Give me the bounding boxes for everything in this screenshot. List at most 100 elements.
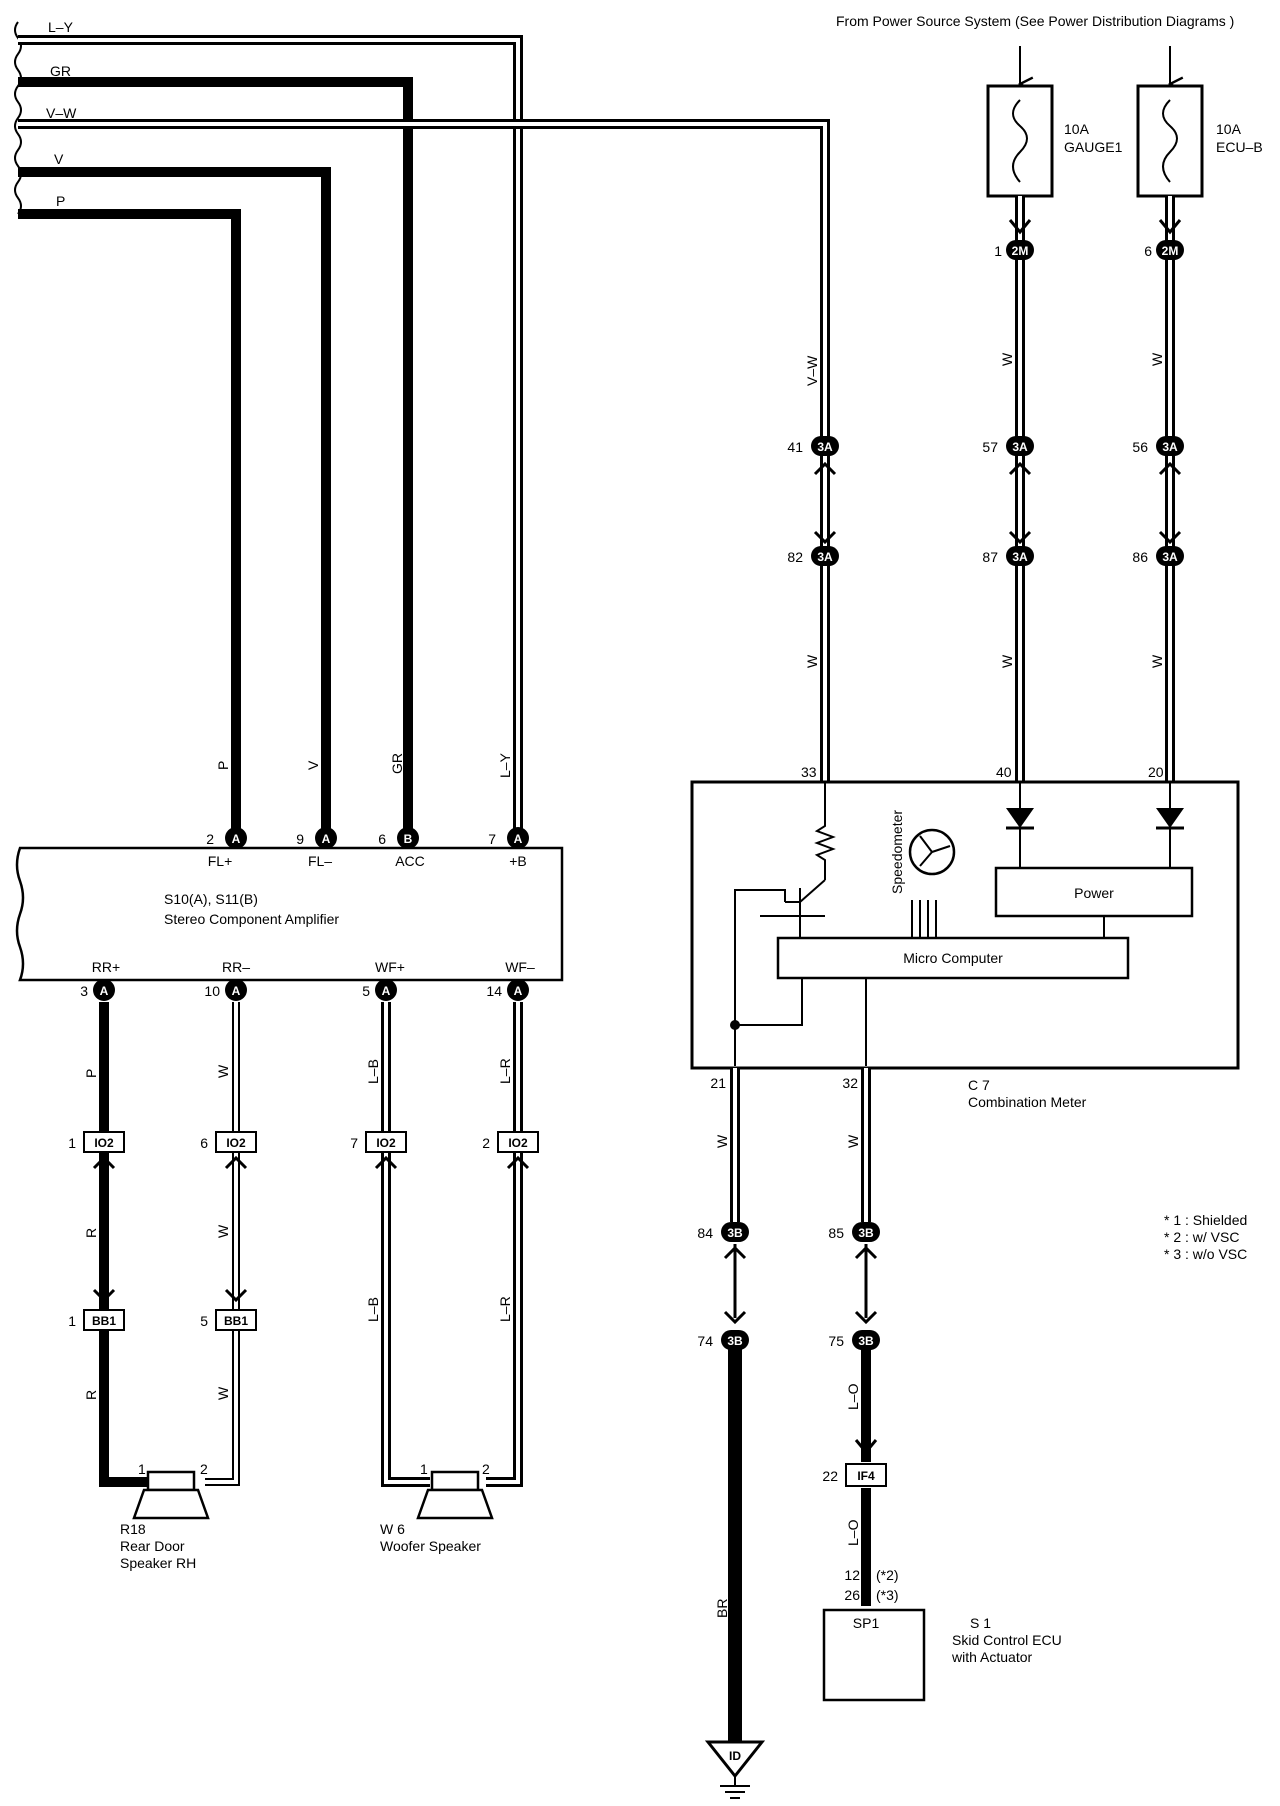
- vsc-note-3: (*3): [876, 1587, 899, 1603]
- amplifier-code: S10(A), S11(B): [164, 891, 258, 907]
- diode-icon: [1006, 808, 1034, 830]
- label-right-w-4: W: [999, 654, 1015, 668]
- label-out-w-2: W: [845, 1134, 861, 1148]
- pin-10: 10: [204, 983, 220, 999]
- pin-w6-2: 2: [482, 1461, 490, 1477]
- pin-io2-1: 1: [68, 1135, 76, 1151]
- bb1-connectors: [83, 1309, 257, 1331]
- inline-arrow-marks: [92, 1155, 530, 1303]
- label-vert-v: V: [305, 760, 321, 770]
- power-label: Power: [1074, 885, 1114, 901]
- fuse-gauge1-rating: 10A: [1064, 121, 1090, 137]
- label-vert-gr: GR: [389, 753, 405, 774]
- conn-2m-1: 2M: [1012, 244, 1029, 258]
- label-right-w-3: W: [804, 654, 820, 668]
- terminal-fl-minus: FL–: [308, 853, 332, 869]
- pin-75: 75: [828, 1333, 844, 1349]
- speaker-r18-line1: Rear Door: [120, 1538, 185, 1554]
- label-right-v-w: V–W: [804, 355, 820, 386]
- label-right-w-2: W: [1149, 352, 1165, 366]
- amplifier-name: Stereo Component Amplifier: [164, 911, 339, 927]
- conn-3a-82: 3A: [817, 550, 833, 564]
- pin-40: 40: [996, 764, 1012, 780]
- 3a-connectors-upper: [811, 436, 1184, 456]
- label-out-lo-2: L–O: [845, 1519, 861, 1546]
- pin-io2-2: 2: [482, 1135, 490, 1151]
- ecu-line2: with Actuator: [951, 1649, 1032, 1665]
- vsc-note-2: (*2): [876, 1567, 899, 1583]
- speaker-icon: [132, 1470, 210, 1520]
- meter-output-wires: [728, 1068, 871, 1744]
- conn-io2-1: IO2: [94, 1136, 114, 1150]
- conn-id: ID: [729, 1749, 741, 1763]
- pin-bb1-5: 5: [200, 1313, 208, 1329]
- label-out-w-1: W: [714, 1134, 730, 1148]
- io2-connectors: [83, 1131, 539, 1153]
- pin-22: 22: [822, 1468, 838, 1484]
- pin-2m-6: 6: [1144, 243, 1152, 259]
- pin-14: 14: [486, 983, 502, 999]
- pin-2m-1: 1: [994, 243, 1002, 259]
- power-source-label: From Power Source System (See Power Dist…: [836, 13, 1234, 29]
- conn-3b-75: 3B: [858, 1334, 874, 1348]
- conn-3b-84: 3B: [727, 1226, 743, 1240]
- stereo-amplifier: [15, 846, 564, 982]
- label-vert-l-y: L–Y: [497, 752, 513, 778]
- pin-6: 6: [378, 831, 386, 847]
- pin-5: 5: [362, 983, 370, 999]
- pin-2: 2: [206, 831, 214, 847]
- conn-a-rr-minus: A: [232, 984, 241, 998]
- wire-v: [18, 167, 331, 848]
- conn-2m-6: 2M: [1162, 244, 1179, 258]
- pin-r18-2: 2: [200, 1461, 208, 1477]
- speaker-w6-code: W 6: [380, 1521, 405, 1537]
- pin-32: 32: [842, 1075, 858, 1091]
- pin-56: 56: [1132, 439, 1148, 455]
- fuse-gauge1: [986, 46, 1054, 198]
- conn-b-acc: B: [404, 832, 413, 846]
- conn-3a-87: 3A: [1012, 550, 1028, 564]
- label-wf-lb-2: L–B: [365, 1297, 381, 1322]
- speaker-icon: [416, 1470, 494, 1520]
- pin-w6-1: 1: [420, 1461, 428, 1477]
- pin-3: 3: [80, 983, 88, 999]
- fuse-ecu-b: [1136, 46, 1204, 198]
- 3a-arrow-marks: [813, 461, 1182, 545]
- conn-bb1-5: BB1: [224, 1314, 248, 1328]
- amp-top-connectors: [225, 827, 529, 849]
- fuse-ecu-b-rating: 10A: [1216, 121, 1242, 137]
- pin-86: 86: [1132, 549, 1148, 565]
- fuse-output-arrows: [1008, 219, 1182, 235]
- label-rr-w-1: W: [215, 1064, 231, 1078]
- conn-3a-57: 3A: [1012, 440, 1028, 454]
- wire-v-w: [18, 119, 830, 436]
- pin-20: 20: [1148, 764, 1164, 780]
- label-out-br: BR: [714, 1599, 730, 1618]
- speaker-wires: [99, 1002, 523, 1487]
- label-right-w-5: W: [1149, 654, 1165, 668]
- 3b-connectors: [721, 1222, 880, 1350]
- label-right-w-1: W: [999, 352, 1015, 366]
- conn-a-fl-minus: A: [322, 832, 331, 846]
- speedometer-label: Speedometer: [889, 810, 905, 894]
- label-gr: GR: [50, 63, 71, 79]
- terminal-rr-minus: RR–: [222, 959, 250, 975]
- power-block: [994, 866, 1194, 918]
- diode-icon: [1156, 808, 1184, 830]
- meter-code: C 7: [968, 1077, 990, 1093]
- pin-12: 12: [844, 1567, 860, 1583]
- pin-87: 87: [982, 549, 998, 565]
- pin-85: 85: [828, 1225, 844, 1241]
- pin-io2-6: 6: [200, 1135, 208, 1151]
- conn-3b-85: 3B: [858, 1226, 874, 1240]
- 2m-connectors: [1006, 240, 1184, 260]
- fuse-ecu-b-name: ECU–B: [1216, 139, 1263, 155]
- 3b-arrow-marks: [723, 1245, 878, 1455]
- terminal-wf-plus: WF+: [375, 959, 405, 975]
- pin-26: 26: [844, 1587, 860, 1603]
- combination-meter: [690, 780, 1240, 1070]
- label-rr-w-3: W: [215, 1386, 231, 1400]
- pin-r18-1: 1: [138, 1461, 146, 1477]
- pin-74: 74: [697, 1333, 713, 1349]
